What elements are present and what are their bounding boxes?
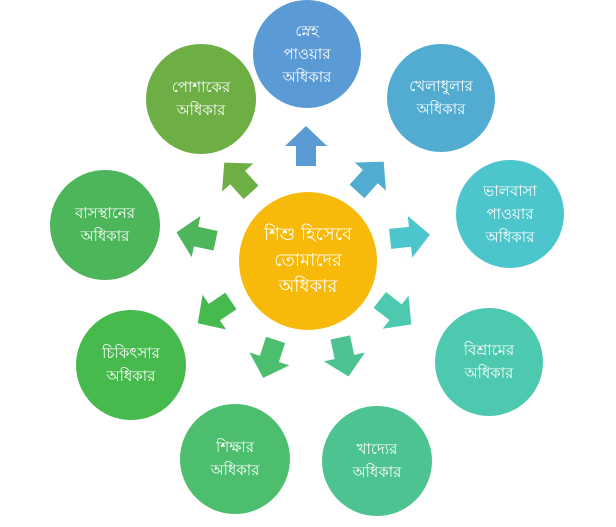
arrow-clothing bbox=[222, 162, 259, 200]
arrow-education bbox=[249, 336, 290, 378]
node-affection-label: ভালবাসা পাওয়ার অধিকার bbox=[483, 181, 537, 246]
arrow-shelter bbox=[176, 216, 218, 258]
node-clothing: পোশাকের অধিকার bbox=[146, 44, 256, 154]
arrow-rest bbox=[373, 292, 412, 329]
center-circle: শিশু হিসেবে তোমাদের অধিকার bbox=[239, 192, 377, 330]
node-play: খেলাধুলার অধিকার bbox=[387, 44, 495, 152]
arrow-food bbox=[323, 335, 365, 377]
node-health: চিকিৎসার অধিকার bbox=[76, 310, 186, 420]
arrow-affection bbox=[389, 215, 430, 258]
arrow-love-care bbox=[285, 126, 327, 166]
node-education-label: শিক্ষার অধিকার bbox=[210, 438, 260, 479]
node-food: খাদ্যের অধিকার bbox=[322, 406, 432, 516]
center-label: শিশু হিসেবে তোমাদের অধিকার bbox=[264, 224, 352, 297]
node-play-label: খেলাধুলার অধিকার bbox=[409, 77, 473, 118]
arrow-health bbox=[197, 292, 237, 330]
node-shelter: বাসস্থানের অধিকার bbox=[50, 170, 160, 280]
node-rest: বিশ্রামের অধিকার bbox=[435, 308, 543, 416]
node-education: শিক্ষার অধিকার bbox=[180, 404, 290, 514]
node-clothing-label: পোশাকের অধিকার bbox=[171, 78, 231, 119]
arrow-play bbox=[349, 161, 386, 199]
node-shelter-label: বাসস্থানের অধিকার bbox=[74, 204, 136, 245]
node-rest-label: বিশ্রামের অধিকার bbox=[463, 341, 515, 382]
node-love-care-label: স্নেহ পাওয়ার অধিকার bbox=[282, 21, 332, 86]
node-affection: ভালবাসা পাওয়ার অধিকার bbox=[456, 160, 564, 268]
node-love-care: স্নেহ পাওয়ার অধিকার bbox=[253, 0, 361, 108]
node-food-label: খাদ্যের অধিকার bbox=[352, 440, 402, 481]
node-health-label: চিকিৎসার অধিকার bbox=[102, 344, 160, 385]
